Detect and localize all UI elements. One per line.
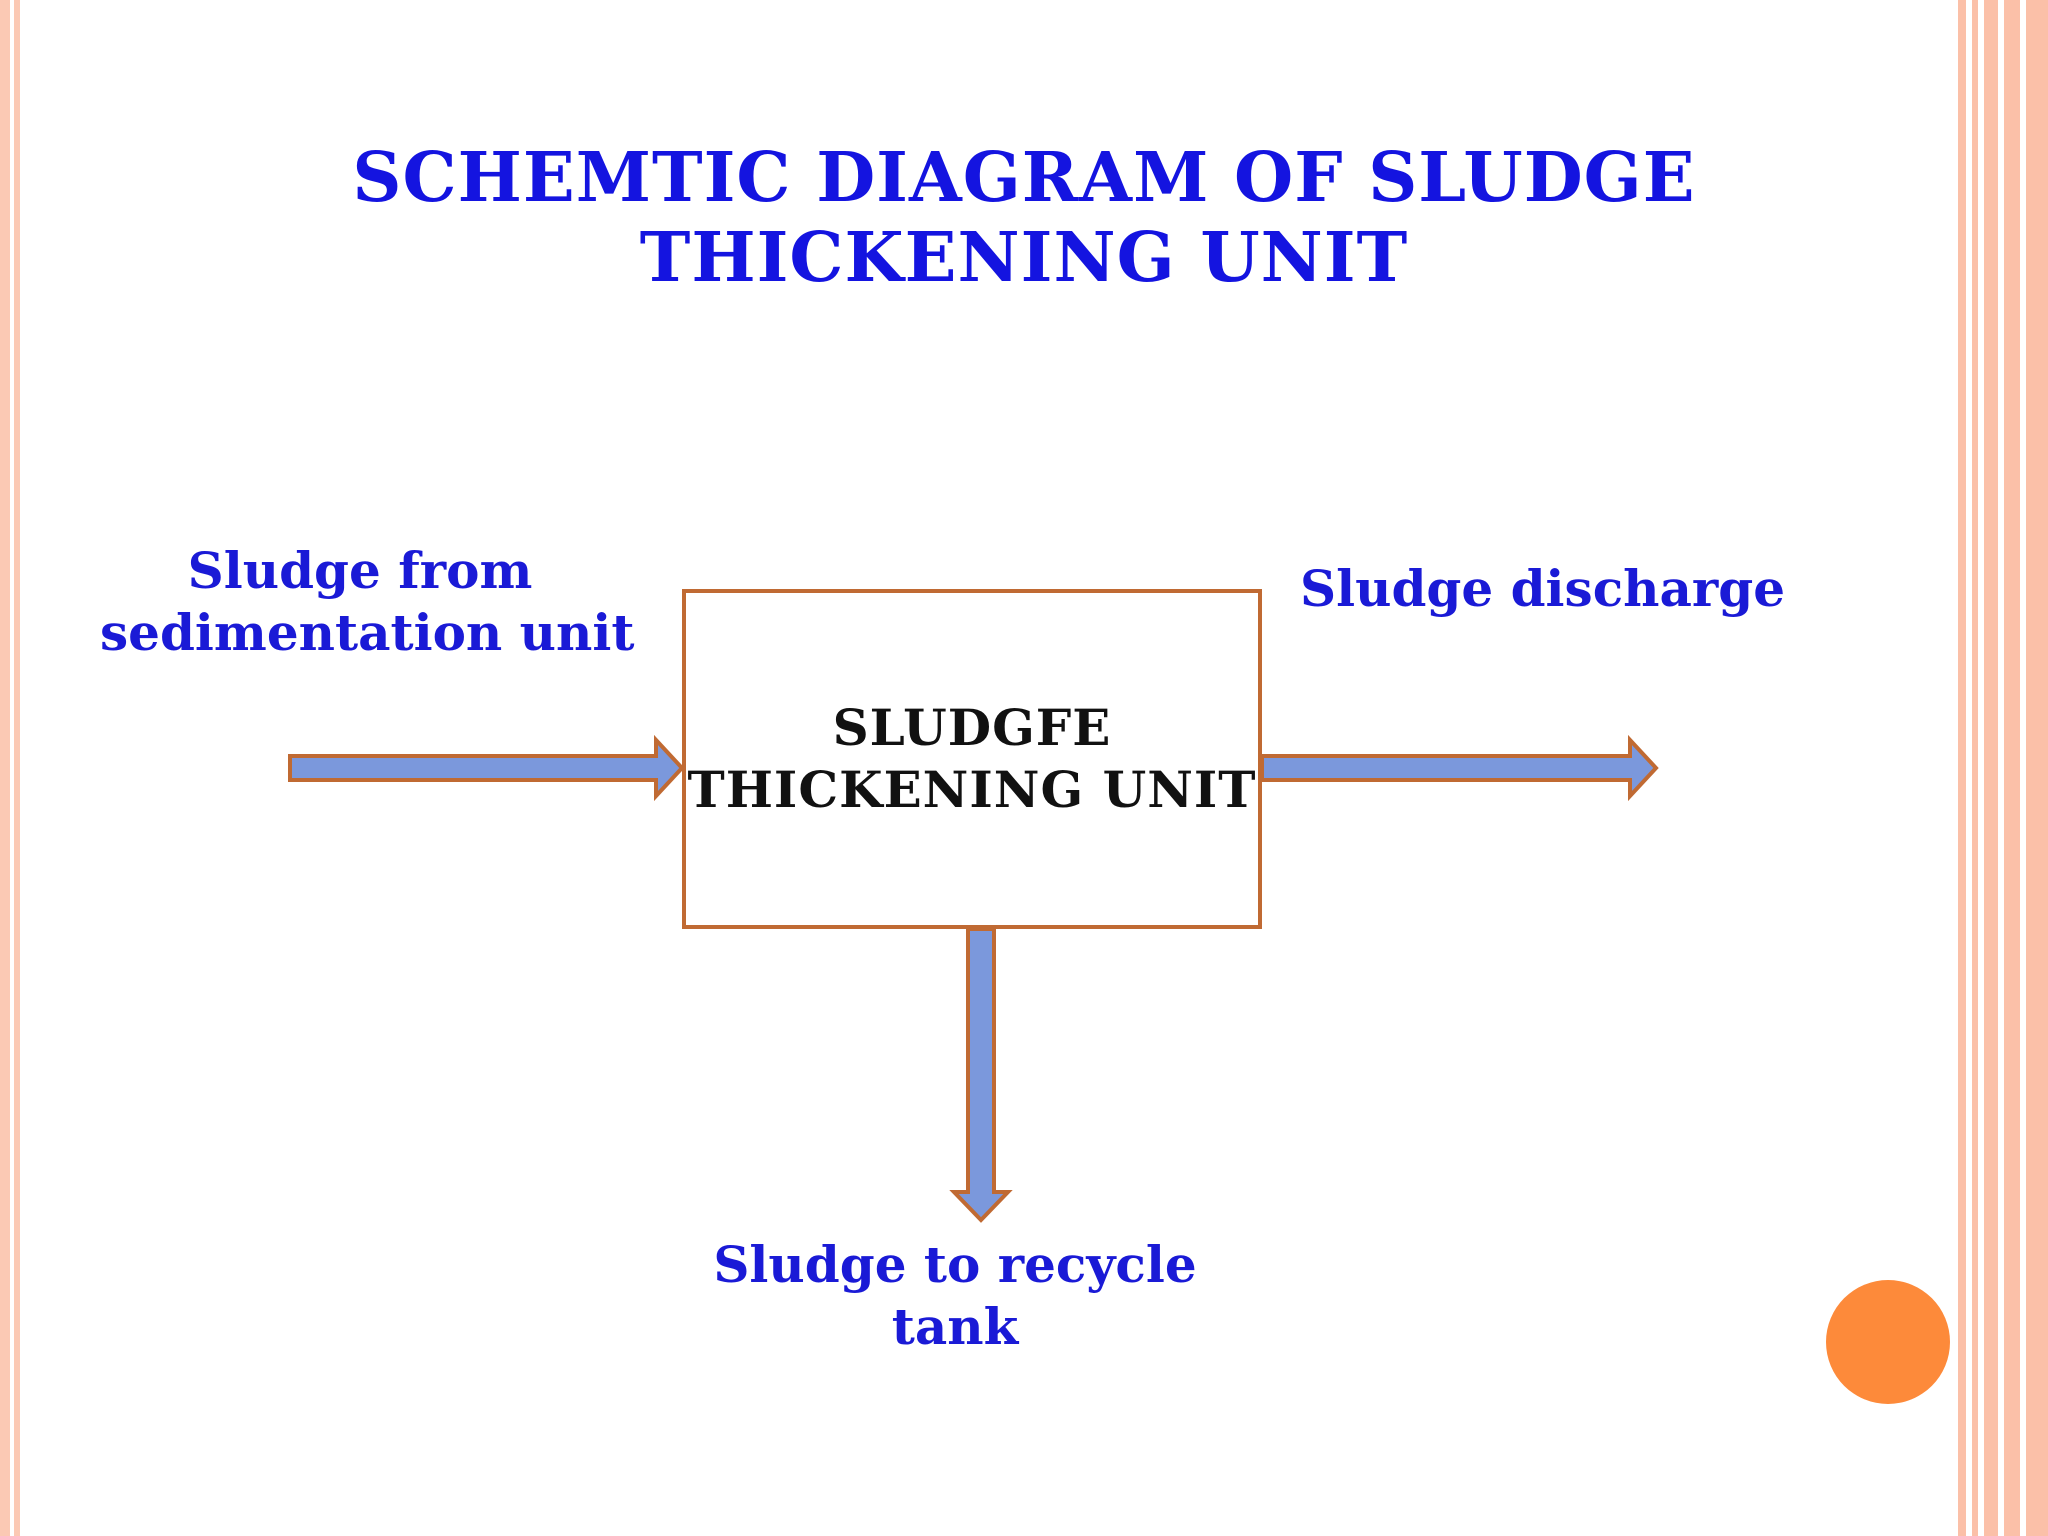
recycle-label: Sludge to recycle tank [700,1234,1210,1358]
accent-dot [1826,1280,1950,1404]
slide-title: SCHEMTIC DIAGRAM OF SLUDGE THICKENING UN… [0,138,2048,298]
recycle-arrow [949,927,1013,1223]
unit-label-line-1: SLUDGFE [832,698,1112,757]
thickening-unit-box: SLUDGFE THICKENING UNIT [682,589,1262,929]
discharge-label: Sludge discharge [1300,559,1786,618]
input-label-line-2: sedimentation unit [100,603,635,662]
input-arrow [288,734,685,802]
recycle-label-line-1: Sludge to recycle [713,1235,1197,1294]
right-decorative-border [1958,0,2048,1536]
input-label: Sludge from sedimentation unit [100,540,635,664]
thickening-unit-label: SLUDGFE THICKENING UNIT [687,697,1256,821]
left-decorative-border [0,0,26,1536]
slide-title-line-1: SCHEMTIC DIAGRAM OF SLUDGE [352,138,1696,218]
recycle-label-line-2: tank [891,1297,1019,1356]
unit-label-line-2: THICKENING UNIT [687,760,1257,819]
discharge-arrow [1260,734,1659,802]
slide-title-line-2: THICKENING UNIT [639,218,1409,298]
input-label-line-1: Sludge from [187,541,533,600]
